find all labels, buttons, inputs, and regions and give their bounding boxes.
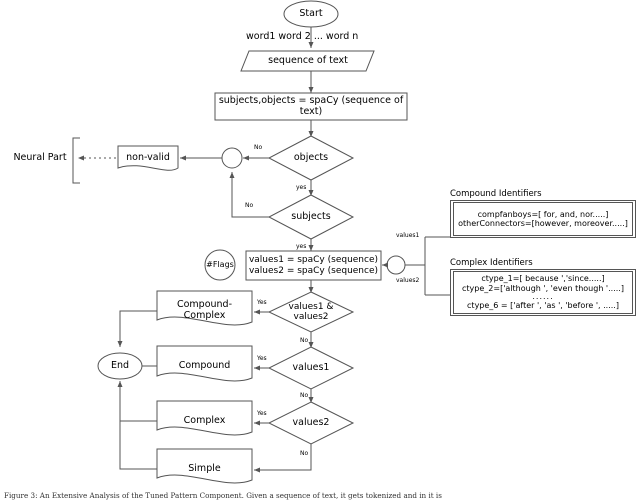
- edge-label-values2-no: No: [300, 450, 309, 457]
- values1-and-values2-line2: values2: [293, 312, 329, 322]
- start-label: Start: [299, 8, 323, 20]
- values1-label: values1: [292, 361, 330, 373]
- values2-label: values2: [292, 416, 330, 428]
- values2-decision: values2: [283, 415, 339, 431]
- edge-label-objects-no: No: [254, 144, 263, 151]
- end-label: End: [110, 359, 130, 371]
- complex-identifier-line-3: ctype_6 = ['after ', 'as ', 'before ', .…: [467, 301, 619, 311]
- spacy-call-label: subjects,objects = spaCy (sequence of te…: [218, 94, 404, 117]
- figure-caption: Figure 3: An Extensive Analysis of the T…: [4, 491, 442, 500]
- sequence-of-text-node: sequence of text: [243, 52, 373, 71]
- edge-label-connector-values1: values1: [396, 232, 420, 239]
- edge-label-subjects-yes: yes: [296, 243, 307, 250]
- subjects-label: subjects: [291, 210, 331, 222]
- complex-identifier-line-1: ctype_2=['although ', 'even though '....…: [462, 283, 624, 293]
- edge-label-values12-yes: Yes: [257, 299, 267, 306]
- edge-words-label: word1 word 2 ... word n: [246, 31, 359, 42]
- values1-decision: values1: [283, 360, 339, 376]
- edge-label-values1-yes: Yes: [257, 355, 267, 362]
- values-assign-line1: values1 = spaCy (sequence): [248, 255, 379, 266]
- start-node: Start: [284, 5, 338, 24]
- sequence-of-text-label: sequence of text: [268, 55, 348, 67]
- values-assign-line2: values2 = spaCy (sequence): [248, 265, 379, 276]
- non-valid-node: non-valid: [120, 150, 176, 166]
- compound-identifiers-title: Compound Identifiers: [450, 189, 542, 199]
- simple-node: Simple: [157, 461, 252, 477]
- neural-part-label: Neural Part: [13, 151, 67, 163]
- edge-label-values1-no: No: [300, 392, 309, 399]
- compound-node: Compound: [157, 358, 252, 374]
- values-assign-node: values1 = spaCy (sequence) values2 = spa…: [248, 253, 379, 278]
- complex-node: Complex: [157, 413, 252, 429]
- complex-identifiers-inner: ctype_1=[ because ','since.....] ctype_2…: [453, 271, 633, 314]
- flags-node: #Flags: [203, 258, 237, 272]
- compound-identifier-line-0: compfanboys=[ for, and, nor.....]: [477, 209, 609, 219]
- spacy-call-node: subjects,objects = spaCy (sequence of te…: [215, 94, 407, 119]
- non-valid-label: non-valid: [126, 151, 170, 163]
- values1-and-values2-decision: values1 & values2: [283, 300, 339, 324]
- compound-label: Compound: [178, 359, 231, 371]
- objects-decision: objects: [284, 150, 338, 166]
- edge-label-values12-no: No: [300, 337, 309, 344]
- compound-identifiers-inner: compfanboys=[ for, and, nor.....] otherC…: [453, 202, 633, 236]
- edge-label-objects-yes: yes: [296, 184, 307, 191]
- subjects-decision: subjects: [282, 209, 340, 225]
- complex-label: Complex: [183, 414, 226, 426]
- simple-label: Simple: [188, 462, 221, 474]
- compound-complex-label: Compound-Complex: [176, 299, 233, 321]
- flags-label: #Flags: [206, 259, 234, 269]
- complex-identifiers-title: Complex Identifiers: [450, 258, 533, 268]
- compound-identifier-line-1: otherConnectors=[however, moreover.....]: [458, 219, 628, 228]
- end-node: End: [98, 358, 142, 374]
- neural-part-node: Neural Part: [10, 150, 70, 166]
- values1-and-values2-line1: values1 &: [288, 301, 334, 312]
- edge-label-subjects-no: No: [245, 202, 254, 209]
- objects-label: objects: [293, 151, 329, 163]
- edge-label-values2-yes: Yes: [257, 410, 267, 417]
- compound-complex-node: Compound-Complex: [157, 299, 252, 321]
- complex-identifier-line-0: ctype_1=[ because ','since.....]: [481, 274, 605, 284]
- complex-identifier-line-2: ......: [532, 292, 554, 302]
- edge-label-connector-values2: values2: [396, 277, 420, 284]
